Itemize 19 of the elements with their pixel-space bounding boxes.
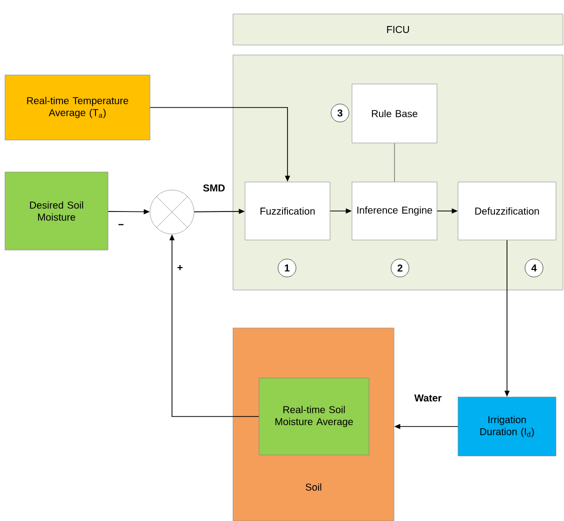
sensor-box: Real-time Soil Moisture Average <box>258 378 370 456</box>
edge-label: Water <box>414 394 442 402</box>
input-box: Real-time Temperature Average (T$_{a}$) <box>4 74 150 140</box>
connector-line <box>394 142 395 182</box>
header-band: FICU <box>232 14 564 46</box>
process-box: Fuzzification <box>244 182 330 240</box>
process-box: Rule Base <box>352 84 438 144</box>
edge-label: SMD <box>203 184 225 192</box>
output-box: Irrigation Duration (I$_{d}$) <box>458 396 556 456</box>
step-number: 3 <box>330 104 350 122</box>
step-number: 1 <box>278 258 296 278</box>
edge-label: + <box>178 265 183 270</box>
step-number: 4 <box>524 258 544 278</box>
process-box: Inference Engine <box>352 182 438 240</box>
input-box: Desired Soil Moisture <box>4 172 108 250</box>
step-number: 2 <box>390 258 410 278</box>
summing-junction <box>150 190 194 234</box>
edge-label: − <box>118 224 124 226</box>
process-box: Defuzzification <box>458 182 556 240</box>
